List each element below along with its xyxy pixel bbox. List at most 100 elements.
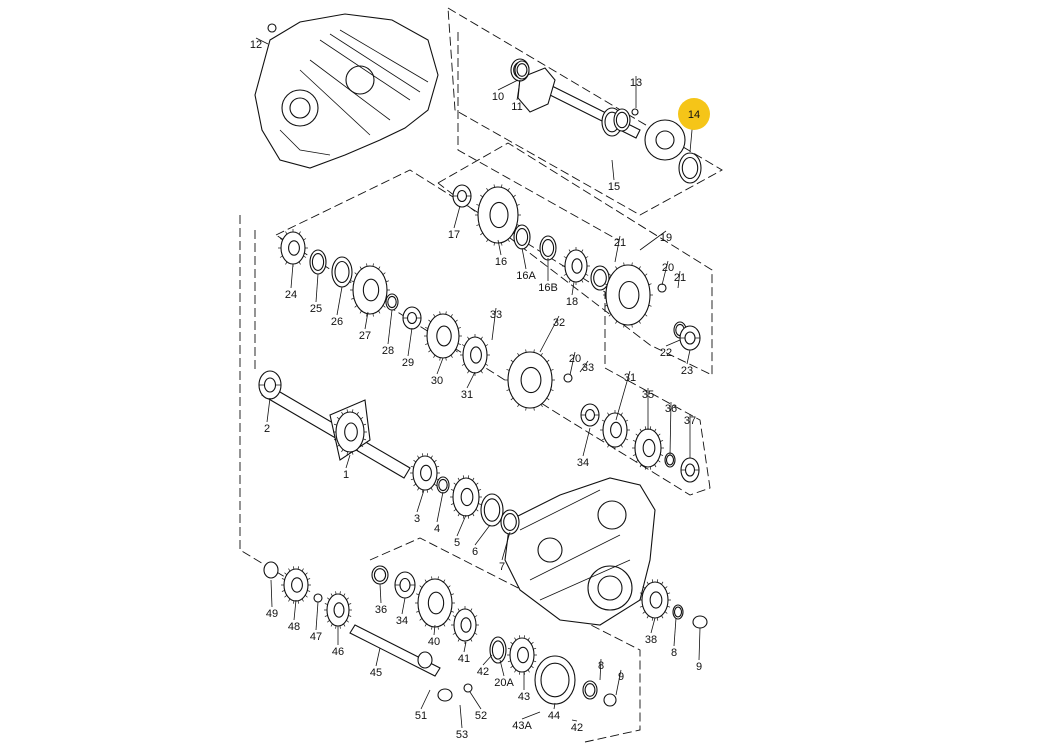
- frame-output-flange: [447, 7, 723, 216]
- callout-51: 51: [415, 710, 427, 722]
- callout-43a: 43A: [512, 720, 532, 732]
- ring-inner: [373, 568, 387, 582]
- bearing-part: [394, 571, 416, 599]
- housing-body: [254, 13, 439, 169]
- ring-part: [582, 680, 598, 700]
- callout-5: 5: [454, 537, 460, 549]
- callout-33: 33: [490, 309, 502, 321]
- leader-line: [650, 617, 656, 634]
- leader-line: [669, 401, 672, 456]
- ring-inner: [491, 640, 505, 660]
- bearing-race: [456, 189, 468, 203]
- callout-48: 48: [288, 621, 300, 633]
- gear-part: [639, 579, 671, 621]
- gear-hub: [333, 602, 345, 618]
- leader-line: [315, 273, 319, 303]
- ring-part: [480, 493, 504, 527]
- bearing-part: [452, 184, 472, 208]
- bolt-part: [417, 651, 433, 669]
- leader-line: [661, 260, 669, 286]
- leader-line: [499, 659, 505, 677]
- housing-bolt: [267, 23, 277, 33]
- callout-10: 10: [492, 91, 504, 103]
- callout-49: 49: [266, 608, 278, 620]
- ring-inner: [311, 253, 325, 271]
- leader-line: [553, 702, 556, 710]
- callout-16: 16: [495, 256, 507, 268]
- callout-33: 33: [582, 362, 594, 374]
- bolt-part: [631, 108, 639, 116]
- leader-line: [463, 641, 467, 653]
- leader-line: [401, 597, 406, 615]
- callout-20: 20: [569, 353, 581, 365]
- callout-2: 2: [264, 423, 270, 435]
- ring-part: [513, 224, 531, 250]
- callout-6: 6: [472, 546, 478, 558]
- gear-hub: [649, 591, 663, 609]
- leader-line: [611, 159, 615, 181]
- leader-line: [521, 247, 527, 270]
- frame-drive-shaft: [275, 169, 711, 496]
- leader-lines: [255, 37, 701, 729]
- leader-line: [387, 309, 393, 345]
- callout-12: 12: [250, 39, 262, 51]
- callout-16b: 16B: [538, 282, 558, 294]
- gear-hub: [362, 278, 380, 302]
- leader-line: [665, 339, 681, 347]
- gear-hub: [642, 438, 656, 458]
- gear-part: [410, 453, 440, 493]
- callout-13: 13: [630, 77, 642, 89]
- callout-34: 34: [396, 615, 408, 627]
- leader-line: [315, 601, 319, 631]
- callout-17: 17: [448, 229, 460, 241]
- gear-hub: [436, 325, 452, 347]
- bolt-part: [692, 615, 708, 629]
- leader-line: [270, 579, 273, 608]
- bolt-head: [563, 373, 573, 383]
- gear-part: [603, 262, 653, 328]
- leader-line: [420, 689, 431, 710]
- leader-line: [677, 270, 681, 289]
- gear-part: [324, 591, 352, 629]
- ring-inner: [334, 260, 350, 284]
- ring-part: [672, 604, 684, 620]
- ring-inner: [665, 454, 675, 466]
- leader-line: [686, 349, 691, 365]
- ring-part: [514, 60, 530, 80]
- bolt-head: [437, 688, 453, 702]
- bolt-head: [313, 593, 323, 603]
- callout-27: 27: [359, 330, 371, 342]
- callout-15: 15: [608, 181, 620, 193]
- housing-lower-bore-2-inner: [597, 575, 623, 601]
- ring-inner: [584, 683, 596, 697]
- ring-part: [534, 655, 576, 705]
- gear-part: [450, 475, 482, 519]
- ring-inner: [438, 478, 448, 492]
- callout-53: 53: [456, 729, 468, 741]
- callout-45: 45: [370, 667, 382, 679]
- ring-part: [664, 452, 676, 468]
- ring-inner: [483, 498, 501, 522]
- callout-4: 4: [434, 523, 440, 535]
- gear-hub: [489, 201, 509, 229]
- ring-part: [331, 256, 353, 288]
- leader-line: [521, 711, 541, 720]
- bolt-head: [263, 561, 279, 579]
- bearing-race: [406, 311, 418, 325]
- callout-20a: 20A: [494, 677, 514, 689]
- callout-25: 25: [310, 303, 322, 315]
- bearing-part: [679, 325, 701, 351]
- callout-18: 18: [566, 296, 578, 308]
- callout-40: 40: [428, 636, 440, 648]
- gear-hub: [517, 646, 529, 664]
- callout-16a: 16A: [516, 270, 536, 282]
- leader-line: [516, 79, 521, 101]
- leader-line: [474, 524, 491, 546]
- callout-46: 46: [332, 646, 344, 658]
- leader-line: [599, 658, 602, 681]
- leader-line: [436, 491, 444, 523]
- ring-inner: [681, 156, 699, 180]
- callout-28: 28: [382, 345, 394, 357]
- bolt-head: [657, 283, 667, 293]
